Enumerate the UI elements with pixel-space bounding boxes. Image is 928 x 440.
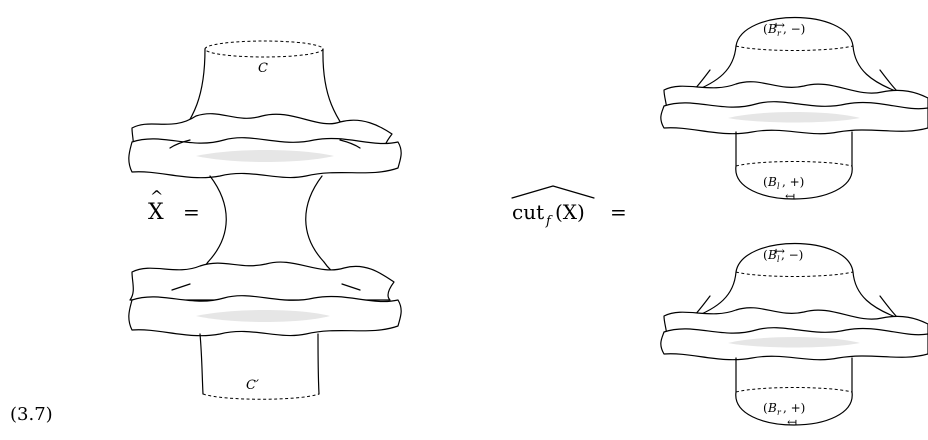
svg-text:, −): , −) <box>783 22 805 36</box>
neck-walls <box>207 175 325 263</box>
svg-text:(: ( <box>763 22 768 36</box>
right-upper-surface: ↦ ( B r , −) ( B l , +) ↤ <box>660 16 928 203</box>
lower-cap-label: ↦ ( B l , −) <box>763 244 803 264</box>
upper-cap-label: ↦ ( B r , −) <box>763 18 805 38</box>
cut-subscript: f <box>545 214 553 229</box>
svg-text:, +): , +) <box>782 175 804 189</box>
svg-text:(: ( <box>763 175 768 189</box>
upper-sheet-tube-joins <box>169 139 361 149</box>
lower-cup-2 <box>735 357 853 426</box>
svg-text:(: ( <box>763 401 768 415</box>
cut-equals: = <box>610 200 627 224</box>
lower-cup-label: ( B l , +) ↤ <box>763 175 804 203</box>
lower-sheet-shade <box>196 310 330 322</box>
cut-text: cut <box>512 200 544 224</box>
svg-text:l: l <box>777 255 780 264</box>
svg-text:r: r <box>777 408 782 417</box>
lower-sheet-a <box>129 261 395 301</box>
xhat-hat: ^ <box>150 187 163 206</box>
arrow-left-icon: ↤ <box>785 189 795 203</box>
svg-text:B: B <box>767 22 777 36</box>
cut-widehat <box>511 185 595 199</box>
svg-text:B: B <box>767 401 777 415</box>
left-surface: C C′ <box>128 40 402 400</box>
upper-sheet-shade <box>196 150 334 162</box>
label-C: C <box>258 61 268 76</box>
cut-label: cut f (X) = <box>511 185 627 229</box>
lower-cup-2-label: ( B r , +) ↤ <box>763 401 805 429</box>
svg-text:, −): , −) <box>781 248 803 262</box>
lower-cup-2-dash <box>735 387 853 393</box>
svg-text:B: B <box>767 175 777 189</box>
arrow-right-icon: ↦ <box>775 18 785 32</box>
lower-cup-dash <box>735 161 853 167</box>
lower-cap-dash <box>735 271 854 277</box>
bottom-tube-walls <box>199 333 320 395</box>
arrow-right-icon: ↦ <box>775 244 785 258</box>
cut-arg: (X) <box>555 200 585 224</box>
xhat-equals: = <box>183 200 200 224</box>
bottom-boundary-circle-Cprime <box>202 393 320 400</box>
right-lower-surface: ↦ ( B l , −) ( B r , +) ↤ <box>660 242 928 429</box>
top-boundary-circle-C <box>204 40 324 58</box>
upper-cap-dash <box>735 45 854 51</box>
svg-text:B: B <box>767 248 777 262</box>
equation-number: (3.7) <box>10 404 53 425</box>
label-Cprime: C′ <box>246 378 259 393</box>
arrow-left-icon: ↤ <box>787 415 797 429</box>
lower-cup <box>735 131 853 200</box>
rl-sheet-shade <box>728 337 860 348</box>
svg-text:r: r <box>777 29 782 38</box>
svg-text:(: ( <box>763 248 768 262</box>
ru-sheet-shade <box>728 112 860 123</box>
xhat-label: X ^ = <box>148 187 200 225</box>
svg-text:, +): , +) <box>783 401 805 415</box>
xhat-symbol: X <box>148 200 164 225</box>
svg-text:l: l <box>777 182 780 191</box>
lower-sheet-tube-joins <box>171 283 361 291</box>
